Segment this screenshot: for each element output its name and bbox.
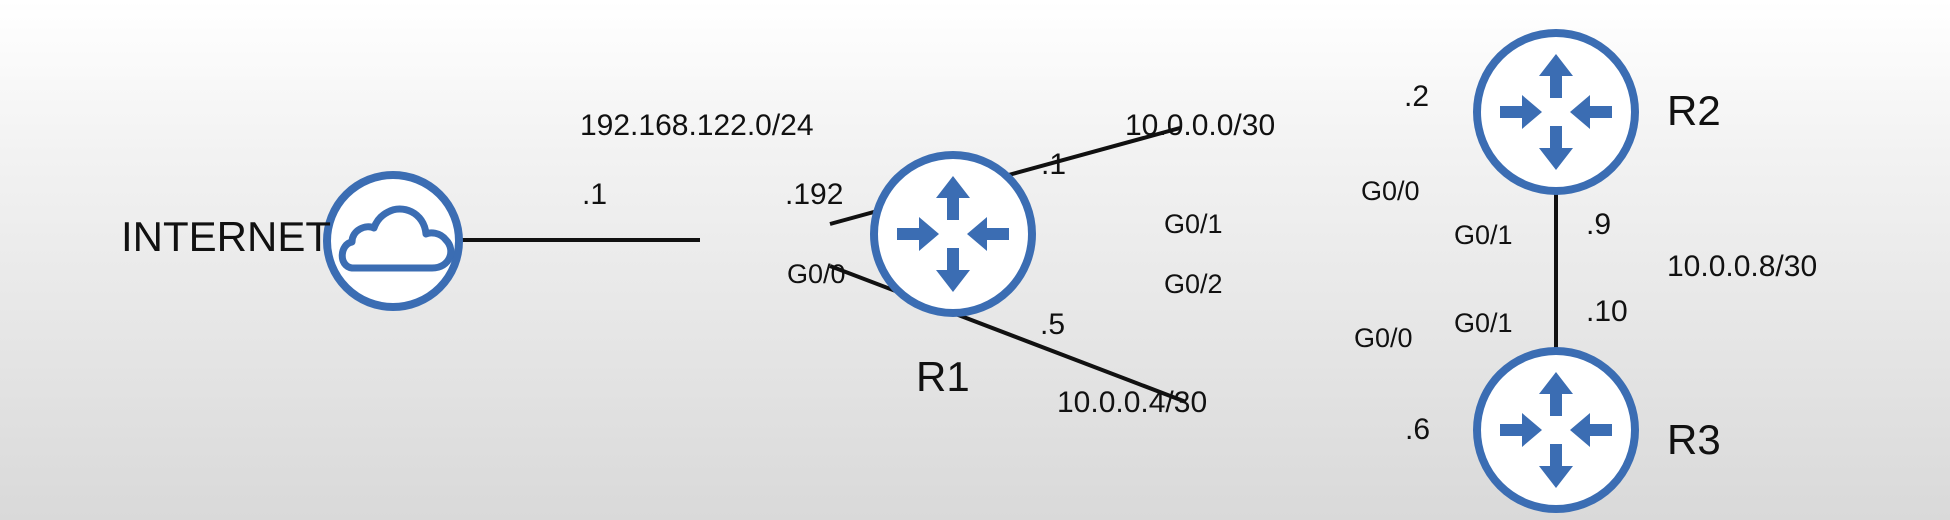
r1-iface-g0-2: G0/2 xyxy=(1164,269,1223,299)
r1-ip-r3-side: .5 xyxy=(1040,308,1066,341)
r3-iface-g0-0: G0/0 xyxy=(1354,323,1413,353)
r1-label: R1 xyxy=(916,353,970,400)
r1-ip-internet-side: .192 xyxy=(785,178,844,211)
cloud-icon xyxy=(338,205,455,272)
r2-ip-r3-side: .9 xyxy=(1586,208,1612,241)
r2-label: R2 xyxy=(1667,87,1721,134)
internet-label: INTERNET xyxy=(121,213,331,260)
internet-ip: .1 xyxy=(582,178,608,211)
subnet-internet-r1: 192.168.122.0/24 xyxy=(580,109,814,142)
subnet-r2-r3: 10.0.0.8/30 xyxy=(1667,250,1818,283)
r2-ip-r1-side: .2 xyxy=(1404,80,1430,113)
r1-iface-g0-0: G0/0 xyxy=(787,259,846,289)
link-r1-r3 xyxy=(829,264,1187,404)
router-r2[interactable] xyxy=(1473,29,1639,195)
router-r3[interactable] xyxy=(1473,347,1639,513)
router-r1[interactable] xyxy=(870,151,1036,317)
r1-ip-r2-side: .1 xyxy=(1041,148,1067,181)
r3-ip-r2-side: .10 xyxy=(1586,295,1628,328)
internet-node[interactable] xyxy=(323,171,463,311)
r3-iface-g0-1: G0/1 xyxy=(1454,308,1513,338)
r3-ip-r1-side: .6 xyxy=(1405,413,1431,446)
subnet-r1-r2: 10.0.0.0/30 xyxy=(1125,109,1276,142)
subnet-r1-r3: 10.0.0.4/30 xyxy=(1057,386,1208,419)
r2-iface-g0-1: G0/1 xyxy=(1454,220,1513,250)
r3-label: R3 xyxy=(1667,416,1721,463)
r1-iface-g0-1: G0/1 xyxy=(1164,209,1223,239)
r2-iface-g0-0: G0/0 xyxy=(1361,176,1420,206)
